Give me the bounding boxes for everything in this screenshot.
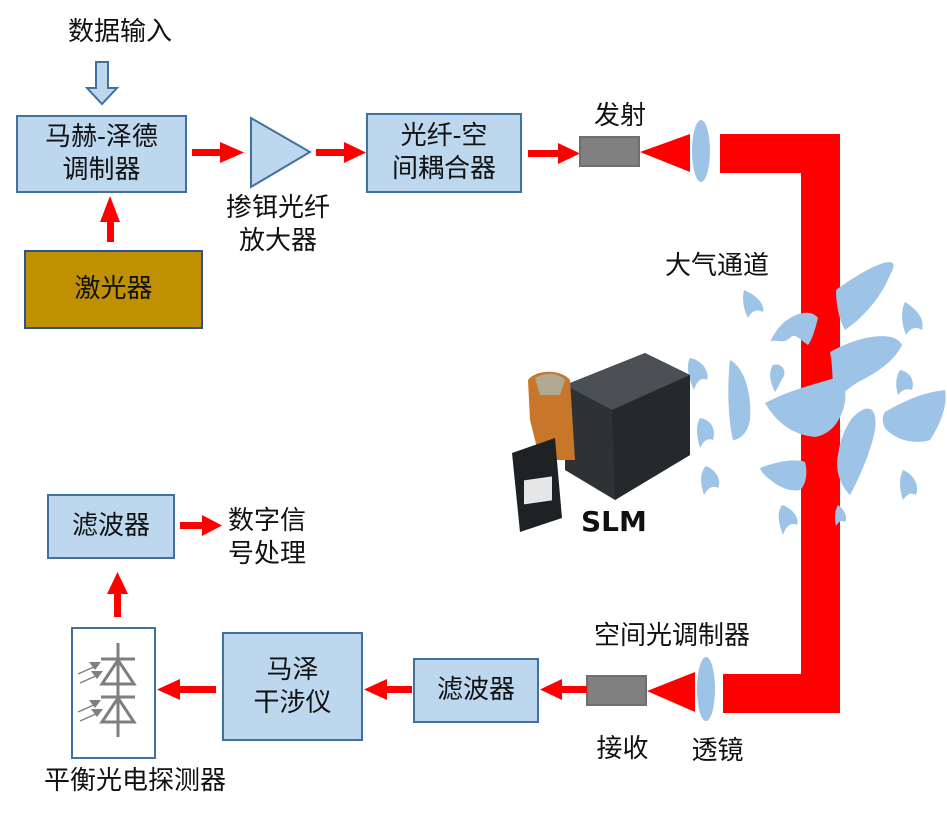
- arrow-laser-to-modulator: [100, 196, 120, 242]
- data-input-label: 数据输入: [67, 17, 172, 47]
- fiber-space-coupler-box: 光纤-空 间耦合器: [366, 113, 522, 193]
- turbulence-cell: [770, 312, 818, 345]
- turbulence-cell: [697, 418, 714, 448]
- arrow-modulator-to-amplifier: [192, 142, 244, 163]
- transmitter-terminal: [579, 136, 640, 167]
- turbulence-cell: [836, 262, 894, 330]
- edfa-label: 掺铒光纤 放大器: [225, 193, 330, 256]
- arrow-mzi-to-detector: [157, 679, 216, 700]
- atmospheric-channel-label: 大气通道: [664, 251, 769, 281]
- turbulence-cell: [882, 390, 946, 442]
- receive-label: 接收: [596, 734, 649, 764]
- receiver-terminal: [586, 675, 647, 706]
- mach-zehnder-modulator-box: 马赫-泽德 调制器: [16, 115, 187, 193]
- receive-beam-cone: [647, 672, 695, 712]
- turbulence-cell: [900, 470, 918, 500]
- amplifier-icon: [250, 116, 312, 189]
- arrow-coupler-to-transmitter: [528, 143, 580, 164]
- turbulence-cell: [835, 360, 846, 377]
- photodiode-icon: [77, 643, 137, 737]
- turbulence-cell: [830, 336, 902, 405]
- arrow-filter-to-dsp: [180, 515, 222, 536]
- turbulence-cell: [743, 290, 764, 318]
- arrow-filter-to-mzi: [364, 679, 412, 700]
- spatial-light-modulator-label: 空间光调制器: [593, 621, 750, 651]
- balanced-detector-box: [71, 627, 156, 759]
- turbulence-cell: [760, 460, 807, 491]
- free-space-beam: [720, 134, 840, 713]
- turbulence-cell: [778, 505, 798, 535]
- slm-label: SLM: [581, 505, 647, 538]
- transmit-beam-cone: [640, 134, 690, 172]
- balanced-detector-label: 平衡光电探测器: [43, 766, 226, 796]
- data-input-arrow: [84, 61, 120, 106]
- turbulence-cell: [765, 377, 846, 437]
- turbulence-cell: [896, 370, 913, 395]
- turbulence-cell: [701, 466, 720, 495]
- laser-box: 激光器: [24, 250, 203, 329]
- mach-zehnder-interferometer-box: 马泽 干涉仪: [222, 632, 363, 741]
- turbulence-cell: [834, 505, 847, 526]
- lens-label: 透镜: [691, 736, 744, 766]
- turbulence-cell: [770, 364, 785, 392]
- turbulence-cell: [837, 408, 876, 495]
- turbulence-cell: [728, 360, 751, 440]
- arrow-detector-to-filter: [107, 572, 128, 617]
- arrow-amplifier-to-coupler: [316, 142, 366, 163]
- atmospheric-turbulence: [687, 262, 946, 535]
- receive-lens-icon: [697, 657, 715, 721]
- transmit-lens-icon: [692, 120, 710, 182]
- receiver-filter-box: 滤波器: [413, 658, 539, 723]
- output-filter-box: 滤波器: [47, 494, 175, 559]
- slm-device-image: [512, 353, 690, 532]
- arrow-receiver-to-filter: [540, 679, 587, 700]
- transmit-label: 发射: [593, 101, 646, 131]
- turbulence-cell: [902, 302, 923, 335]
- digital-signal-processing-label: 数字信 号处理: [228, 506, 307, 569]
- turbulence-cell: [687, 358, 708, 390]
